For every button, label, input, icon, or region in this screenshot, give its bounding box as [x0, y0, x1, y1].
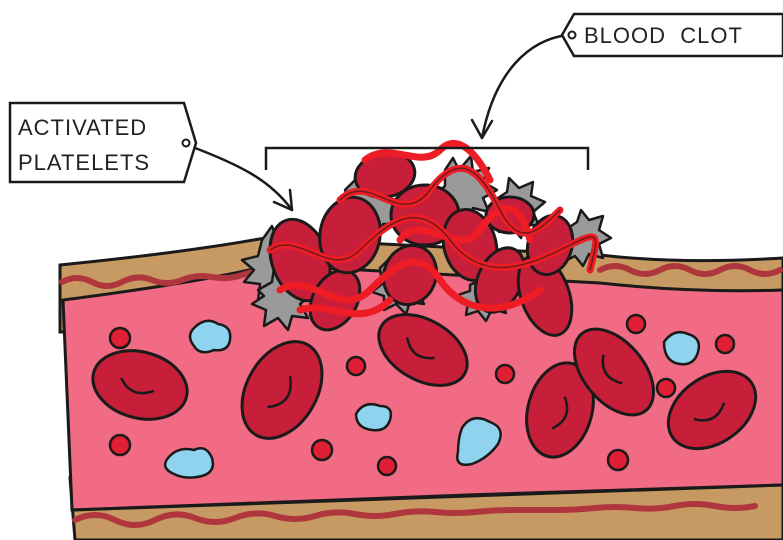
small-cell	[312, 440, 332, 460]
small-cell	[110, 435, 130, 455]
small-cell	[608, 450, 628, 470]
white-cell	[356, 404, 391, 430]
activated-platelets-label: ACTIVATED PLATELETS	[10, 103, 196, 182]
activated-platelets-tag-hole	[183, 140, 190, 147]
small-cell	[347, 357, 365, 375]
blood-clot-tag-hole	[569, 32, 576, 39]
small-cell	[378, 457, 396, 475]
white-cell	[664, 332, 699, 364]
small-cell	[716, 335, 734, 353]
platelets-arrow	[190, 146, 292, 210]
activated-text: ACTIVATED	[18, 115, 147, 140]
blood-clot-arrow	[482, 35, 567, 138]
small-cell	[657, 379, 675, 397]
platelets-text: PLATELETS	[18, 150, 150, 175]
small-cell	[627, 315, 645, 333]
white-cell	[165, 448, 213, 477]
small-cell	[496, 365, 514, 383]
white-cell	[190, 321, 230, 352]
small-cell	[110, 328, 130, 348]
blood-clot-label: BLOOD CLOT	[562, 14, 783, 56]
blood-clot-text: BLOOD CLOT	[584, 23, 743, 48]
